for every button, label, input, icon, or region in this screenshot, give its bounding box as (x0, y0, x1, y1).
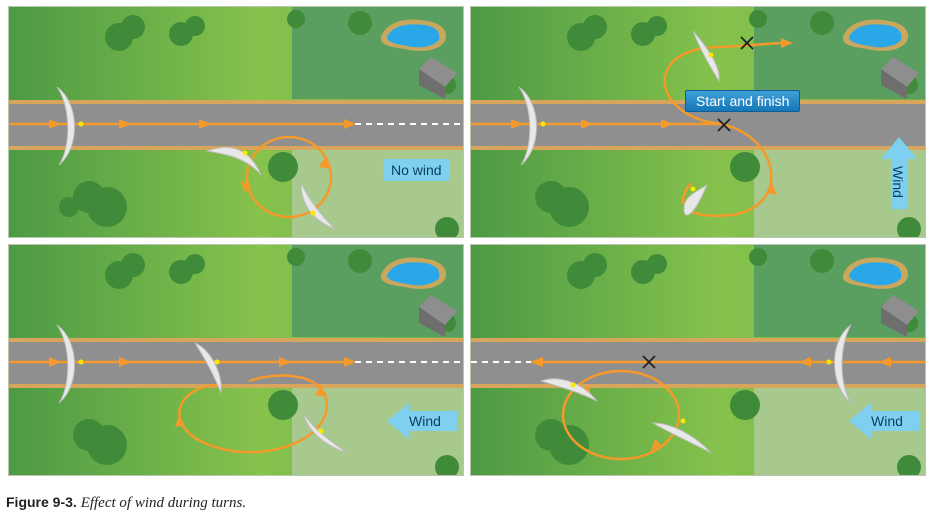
wind-label: Wind (871, 413, 903, 429)
glider-icon (300, 182, 336, 230)
no-wind-label: No wind (383, 159, 450, 181)
figure-text: Effect of wind during turns. (80, 495, 247, 511)
glider-icon (302, 412, 348, 454)
glider-icon (193, 341, 222, 394)
wind-label: Wind (890, 166, 906, 198)
scene-no-wind (9, 7, 463, 237)
x-marker (717, 36, 754, 132)
glider-icon (826, 324, 852, 404)
wind-arrow-icon (387, 403, 457, 439)
scene-headwind (9, 245, 463, 475)
panel-crosswind: Start and finish Wind (470, 6, 926, 238)
trees (59, 10, 459, 237)
x-marker (642, 355, 656, 369)
wind-label: Wind (409, 413, 441, 429)
flight-path (9, 122, 344, 219)
panel-tailwind: Wind (470, 244, 926, 476)
panel-no-wind: No wind (8, 6, 464, 238)
figure-caption: Figure 9-3. Effect of wind during turns. (6, 494, 246, 512)
glider-icon (539, 378, 598, 402)
glider-icon (205, 146, 262, 176)
panel-headwind: Wind (8, 244, 464, 476)
glider-icon (56, 324, 84, 404)
glider-icon (683, 183, 709, 216)
glider-icon (651, 418, 712, 454)
wind-arrow-icon (881, 137, 917, 209)
glider-icon (56, 86, 84, 166)
wind-arrow-icon (849, 403, 919, 439)
start-finish-label: Start and finish (685, 90, 801, 112)
scene-crosswind (471, 7, 925, 237)
figure-number: Figure 9-3. (6, 494, 77, 510)
glider-icon (692, 30, 720, 83)
glider-icon (518, 86, 546, 166)
scene-tailwind (471, 245, 925, 475)
